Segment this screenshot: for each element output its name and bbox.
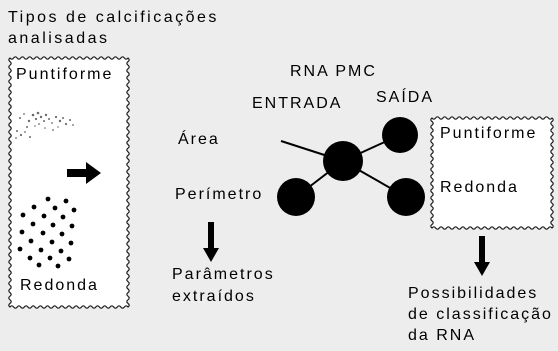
input-label-perimetro: Perímetro	[175, 186, 264, 203]
arrow-down-icon	[203, 222, 219, 262]
round-calcification-dot	[45, 196, 51, 202]
punctate-calcification-speck	[44, 127, 46, 129]
round-calcification-dot	[66, 256, 72, 262]
punctate-calcification-speck	[36, 111, 40, 115]
round-calcification-dot	[71, 207, 77, 213]
punctate-calcification-speck	[52, 129, 54, 131]
punctate-calcification-speck	[38, 123, 40, 125]
input-label-area: Área	[178, 131, 220, 148]
round-calcification-dot	[31, 204, 37, 210]
punctate-calcification-speck	[48, 118, 50, 120]
round-calcification-dot	[19, 229, 25, 235]
punctate-calcification-speck	[57, 126, 59, 128]
output-layer-header: SAÍDA	[376, 89, 435, 106]
arrow-down-icon	[474, 236, 490, 276]
punctate-calcification-speck	[51, 122, 53, 124]
round-calcification-dot	[58, 248, 64, 254]
punctate-calcification-speck	[34, 125, 36, 127]
punctate-calcification-speck	[34, 117, 38, 121]
output-neuron-puntiforme	[382, 117, 418, 153]
punctate-calcification-speck	[23, 113, 25, 115]
punctate-calcification-speck	[62, 117, 64, 119]
network-title: RNA PMC	[290, 63, 377, 80]
heading-line-1: Tipos de calcificações	[8, 9, 219, 26]
punctate-calcification-speck	[29, 136, 31, 138]
punctate-calcification-speck	[54, 115, 58, 119]
punctate-calcification-speck	[64, 122, 68, 126]
round-calcification-dot	[63, 198, 69, 204]
round-calcification-dot	[55, 263, 61, 269]
punctate-calcification-speck	[31, 113, 35, 117]
punctate-label: Puntiforme	[16, 66, 114, 83]
punctate-calcification-cluster	[15, 111, 74, 139]
round-calcification-cluster	[17, 196, 77, 269]
round-calcification-dot	[36, 262, 42, 268]
round-calcification-dot	[38, 247, 44, 253]
punctate-calcification-speck	[24, 131, 26, 133]
features-caption-line-1: Parâmetros	[172, 266, 275, 283]
punctate-calcification-speck	[19, 133, 23, 137]
punctate-calcification-speck	[43, 120, 45, 122]
round-calcification-dot	[17, 246, 23, 252]
round-calcification-dot	[40, 230, 46, 236]
round-calcification-dot	[27, 255, 33, 261]
features-caption-line-2: extraídos	[172, 288, 256, 305]
round-calcification-dot	[47, 255, 53, 261]
round-calcification-dot	[52, 205, 58, 211]
round-calcification-dot	[50, 222, 56, 228]
punctate-calcification-speck	[26, 126, 28, 128]
punctate-calcification-speck	[15, 137, 17, 139]
heading-line-2: analisadas	[8, 30, 110, 47]
output-class-redonda: Redonda	[440, 179, 519, 196]
output-class-puntiforme: Puntiforme	[440, 125, 538, 142]
output-neuron-redonda	[387, 178, 425, 216]
round-label: Redonda	[20, 277, 99, 294]
punctate-calcification-speck	[72, 124, 74, 126]
punctate-calcification-speck	[44, 113, 48, 117]
round-calcification-dot	[59, 231, 65, 237]
result-caption-line-1: Possibilidades	[408, 285, 539, 302]
punctate-calcification-speck	[16, 130, 18, 132]
punctate-calcification-speck	[39, 115, 43, 119]
round-calcification-dot	[28, 238, 34, 244]
output-panel-border	[430, 116, 554, 230]
round-calcification-dot	[69, 223, 75, 229]
arrow-right-icon	[67, 162, 101, 184]
round-calcification-dot	[20, 212, 26, 218]
punctate-calcification-speck	[69, 119, 71, 121]
punctate-calcification-speck	[27, 119, 31, 123]
input-neuron-perimetro	[277, 178, 315, 216]
round-calcification-dot	[60, 214, 66, 220]
result-caption-line-2: de classificação	[408, 306, 553, 323]
sample-panel-border	[8, 56, 130, 309]
round-calcification-dot	[30, 221, 36, 227]
round-calcification-dot	[41, 213, 47, 219]
round-calcification-dot	[68, 240, 74, 246]
punctate-calcification-speck	[19, 117, 21, 119]
result-caption-line-3: da RNA	[408, 327, 477, 344]
input-layer-header: ENTRADA	[252, 95, 343, 112]
hidden-neuron	[323, 141, 363, 181]
punctate-calcification-speck	[58, 119, 62, 123]
round-calcification-dot	[49, 239, 55, 245]
